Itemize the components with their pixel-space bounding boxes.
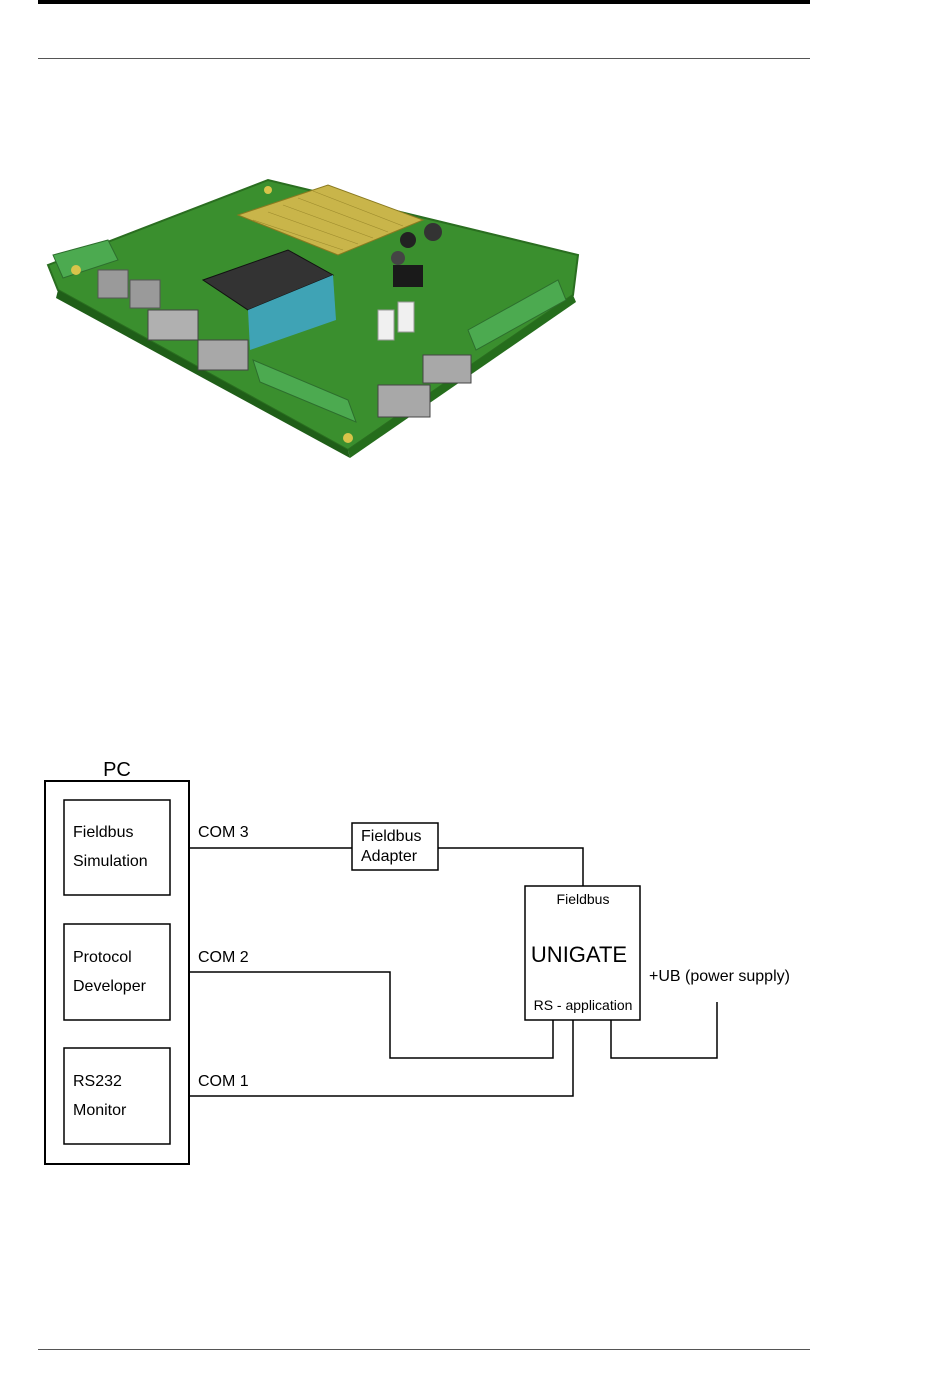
com1-label: COM 1 bbox=[198, 1073, 249, 1090]
power-supply-label: +UB (power supply) bbox=[649, 968, 790, 985]
fieldbus-adapter-label-2: Adapter bbox=[361, 848, 418, 865]
fieldbus-simulation-label-1: Fieldbus bbox=[73, 824, 133, 841]
unigate-title: UNIGATE bbox=[531, 942, 627, 967]
header-rule bbox=[38, 58, 810, 59]
com2-label: COM 2 bbox=[198, 949, 249, 966]
com2-line bbox=[189, 972, 553, 1058]
rs232-monitor-box bbox=[64, 1048, 170, 1144]
evaluation-board-photo bbox=[38, 160, 586, 458]
adapter-unigate-line bbox=[438, 848, 583, 886]
rs232-monitor-label-2: Monitor bbox=[73, 1102, 127, 1119]
fieldbus-simulation-label-2: Simulation bbox=[73, 853, 148, 870]
unigate-rs-label: RS - application bbox=[534, 997, 633, 1013]
protocol-developer-label-1: Protocol bbox=[73, 949, 132, 966]
rs232-monitor-label-1: RS232 bbox=[73, 1073, 122, 1090]
footer-rule bbox=[38, 1349, 810, 1350]
protocol-developer-label-2: Developer bbox=[73, 978, 147, 995]
header-bar bbox=[38, 0, 810, 4]
fieldbus-simulation-box bbox=[64, 800, 170, 895]
unigate-fieldbus-label: Fieldbus bbox=[557, 891, 610, 907]
com3-label: COM 3 bbox=[198, 824, 249, 841]
protocol-developer-box bbox=[64, 924, 170, 1020]
pc-label: PC bbox=[103, 759, 131, 781]
connection-diagram: PC Fieldbus Simulation Protocol Develope… bbox=[0, 740, 950, 1180]
fieldbus-adapter-label-1: Fieldbus bbox=[361, 828, 421, 845]
